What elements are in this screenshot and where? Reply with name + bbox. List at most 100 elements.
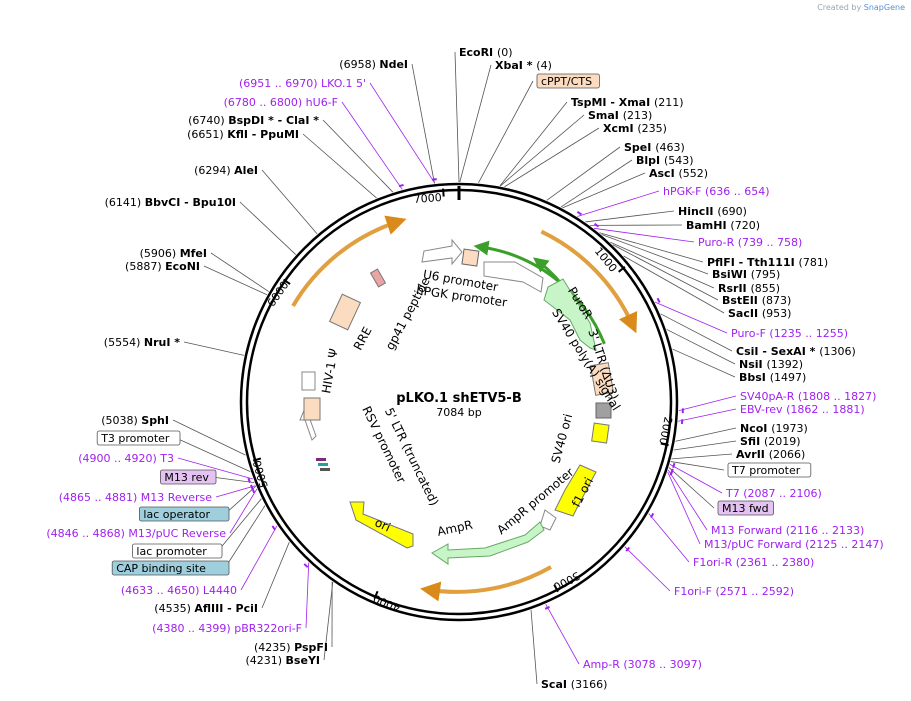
site-43[interactable]: (4846 .. 4868) M13/pUC Reverse — [46, 527, 226, 540]
site-32[interactable]: F1ori-R (2361 .. 2380) — [693, 556, 814, 569]
site-50[interactable]: (5554) NruI * — [104, 336, 180, 349]
site-52[interactable]: (5906) MfeI — [140, 247, 207, 260]
site-12[interactable]: Puro-R (739 .. 758) — [698, 236, 802, 249]
site-18[interactable]: Puro-F (1235 .. 1255) — [731, 327, 848, 340]
feature-ampr-promoter[interactable] — [539, 509, 557, 531]
site-15[interactable]: RsrII (855) — [718, 282, 780, 295]
site-26[interactable]: AvrII (2066) — [736, 448, 805, 461]
site-16[interactable]: BstEII (873) — [722, 294, 791, 307]
site-label: (4633 .. 4650) L4440 — [121, 584, 237, 597]
site-connector — [261, 541, 290, 609]
primer-mark — [247, 477, 251, 483]
site-54[interactable]: (6294) AleI — [194, 164, 258, 177]
site-connector — [500, 114, 585, 187]
feature-f1-ori[interactable] — [554, 464, 597, 517]
site-19[interactable]: CsiI - SexAI * (1306) — [736, 345, 856, 358]
site-36[interactable]: (4231) BseYI — [245, 654, 320, 667]
site-55[interactable]: (6651) KflI - PpuMI — [187, 128, 299, 141]
site-2[interactable]: cPPT/CTS — [536, 73, 600, 89]
site-40[interactable]: (4633 .. 4650) L4440 — [121, 584, 237, 597]
site-9[interactable]: hPGK-F (636 .. 654) — [663, 185, 770, 198]
site-11[interactable]: BamHI (720) — [686, 219, 760, 232]
site-3[interactable]: TspMI - XmaI (211) — [571, 96, 684, 109]
site-46[interactable]: M13 rev — [159, 469, 217, 485]
site-connector — [678, 408, 737, 422]
site-29[interactable]: M13 fwd — [717, 500, 774, 516]
site-33[interactable]: F1ori-F (2571 .. 2592) — [674, 585, 794, 598]
site-35[interactable]: ScaI (3166) — [541, 678, 607, 691]
site-connector — [666, 329, 736, 365]
site-28[interactable]: T7 (2087 .. 2106) — [725, 487, 822, 500]
site-14[interactable]: BsiWI (795) — [712, 268, 780, 281]
site-connector — [577, 190, 660, 217]
feature-sv40-polya-marker[interactable] — [591, 422, 610, 444]
site-label: (5038) SphI — [101, 414, 169, 427]
site-49[interactable]: (5038) SphI — [101, 414, 169, 427]
site-24[interactable]: NcoI (1973) — [740, 422, 808, 435]
site-37[interactable]: (4235) PspFI — [254, 641, 328, 654]
site-58[interactable]: (6951 .. 6970) LKO.1 5' — [239, 77, 366, 90]
site-label: Puro-F (1235 .. 1255) — [731, 327, 848, 340]
feature-lac-cluster[interactable] — [316, 458, 330, 471]
site-41[interactable]: CAP binding site — [111, 560, 230, 576]
feature-hiv1-psi[interactable] — [301, 371, 316, 391]
feature-rre[interactable] — [328, 293, 362, 331]
feature-ampr[interactable] — [431, 521, 545, 565]
site-connector — [623, 255, 725, 314]
site-8[interactable]: AscI (552) — [649, 167, 708, 180]
site-22[interactable]: SV40pA-R (1808 .. 1827) — [740, 390, 876, 403]
site-7[interactable]: BlpI (543) — [636, 154, 694, 167]
site-48[interactable]: T3 promoter — [96, 430, 181, 446]
feature-u6-promoter[interactable] — [421, 238, 463, 266]
feature-sv40-ori[interactable] — [595, 402, 612, 419]
site-45[interactable]: (4865 .. 4881) M13 Reverse — [59, 491, 212, 504]
site-59[interactable]: (6958) NdeI — [339, 58, 408, 71]
site-label: XbaI * (4) — [495, 59, 552, 72]
site-label: (4900 .. 4920) T3 — [78, 452, 174, 465]
site-13[interactable]: PflFI - Tth111I (781) — [707, 256, 828, 269]
site-label: CsiI - SexAI * (1306) — [736, 345, 856, 358]
site-23[interactable]: EBV-rev (1862 .. 1881) — [740, 403, 865, 416]
site-connector — [560, 159, 633, 208]
site-21[interactable]: BbsI (1497) — [739, 371, 806, 384]
site-connector — [654, 301, 728, 334]
site-56[interactable]: (6740) BspDI * - ClaI * — [188, 114, 319, 127]
site-31[interactable]: M13/pUC Forward (2125 .. 2147) — [704, 538, 884, 551]
site-20[interactable]: NsiI (1392) — [739, 358, 803, 371]
primer-mark — [271, 525, 276, 531]
feature-cppt-cts[interactable] — [461, 248, 480, 267]
feature-5ltr[interactable] — [303, 397, 321, 421]
site-42[interactable]: lac promoter — [131, 543, 223, 559]
site-6[interactable]: SpeI (463) — [624, 141, 685, 154]
site-4[interactable]: SmaI (213) — [588, 109, 652, 122]
site-10[interactable]: HincII (690) — [678, 205, 747, 218]
site-39[interactable]: (4535) AflIII - PciI — [154, 602, 258, 615]
site-label: M13 Forward (2116 .. 2133) — [711, 524, 864, 537]
primer-mark — [576, 211, 582, 216]
site-25[interactable]: SfiI (2019) — [740, 435, 801, 448]
site-44[interactable]: lac operator — [138, 506, 230, 522]
site-5[interactable]: XcmI (235) — [603, 122, 667, 135]
feature-3ltr[interactable] — [589, 362, 615, 396]
feature-puror[interactable] — [543, 278, 597, 351]
tick-5000 — [252, 457, 262, 462]
feature-ori[interactable] — [349, 501, 414, 549]
site-connector — [305, 562, 310, 629]
site-51[interactable]: (5887) EcoNI — [125, 260, 200, 273]
site-connector — [585, 210, 675, 223]
site-47[interactable]: (4900 .. 4920) T3 — [78, 452, 174, 465]
feature-hpgk-promoter[interactable] — [483, 261, 544, 293]
site-53[interactable]: (6141) BbvCI - Bpu10I — [105, 196, 236, 209]
site-label: BbsI (1497) — [739, 371, 806, 384]
site-27[interactable]: T7 promoter — [727, 462, 812, 478]
site-30[interactable]: M13 Forward (2116 .. 2133) — [711, 524, 864, 537]
site-57[interactable]: (6780 .. 6800) hU6-F — [224, 96, 338, 109]
site-0[interactable]: EcoRI (0) — [459, 46, 513, 59]
site-1[interactable]: XbaI * (4) — [495, 59, 552, 72]
site-34[interactable]: Amp-R (3078 .. 3097) — [583, 658, 702, 671]
tick-label-2000: 2000 — [656, 416, 674, 446]
site-38[interactable]: (4380 .. 4399) pBR322ori-F — [152, 622, 302, 635]
feature-gp41[interactable] — [369, 268, 387, 288]
site-connector — [660, 313, 733, 352]
site-17[interactable]: SacII (953) — [728, 307, 791, 320]
